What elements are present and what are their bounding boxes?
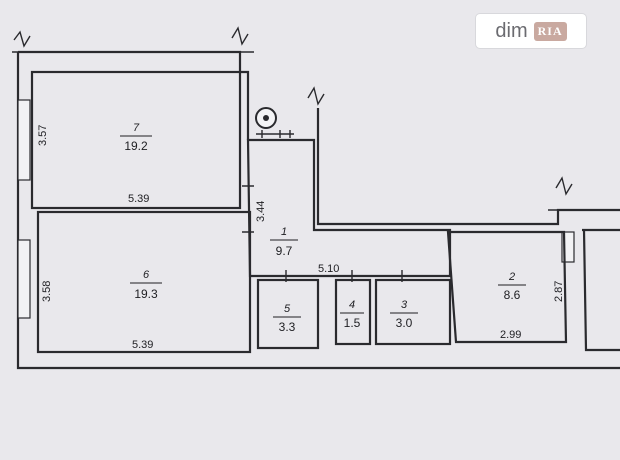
break-mark (226, 26, 254, 53)
room-4-area: 1.5 (344, 316, 361, 330)
dimension-label: 5.10 (318, 263, 339, 275)
room-7-number: 7 (133, 122, 140, 134)
room-5 (256, 278, 320, 350)
room-6-area: 19.3 (134, 287, 158, 301)
riser-center-icon (263, 115, 269, 121)
room-7 (30, 70, 242, 210)
watermark-logo: RIA (533, 21, 567, 41)
dimension-label: 3.44 (255, 201, 267, 222)
room-6-number: 6 (143, 269, 150, 281)
room-5-area: 3.3 (279, 320, 296, 334)
room-2-number: 2 (508, 271, 515, 283)
dimension-label: 5.39 (132, 339, 153, 351)
room-1-number: 1 (281, 226, 287, 238)
room-1-area: 9.7 (276, 244, 293, 258)
dimension-label: 2.87 (553, 281, 565, 302)
watermark: dim RIA (476, 14, 586, 48)
window (17, 239, 31, 319)
dimension-label: 3.58 (41, 281, 53, 302)
room-4-number: 4 (349, 299, 355, 311)
room-2-area: 8.6 (504, 288, 521, 302)
door-tick (242, 185, 403, 282)
room-4 (334, 278, 372, 346)
room-5-number: 5 (284, 303, 291, 315)
dimension-label: 2.99 (500, 329, 521, 341)
room-3-area: 3.0 (396, 316, 413, 330)
dimension-label: 5.39 (128, 193, 149, 205)
room-6 (36, 210, 252, 354)
room-3 (374, 278, 452, 346)
break-mark (12, 30, 38, 53)
room-7-area: 19.2 (124, 139, 148, 153)
watermark-text: dim (495, 19, 528, 42)
break-mark (548, 176, 580, 211)
room-2 (446, 230, 568, 344)
room-1 (246, 138, 452, 278)
room-3-number: 3 (401, 299, 408, 311)
break-mark (307, 86, 325, 106)
window (17, 99, 31, 181)
riser-pipe (256, 130, 294, 138)
room-partial (582, 228, 620, 352)
dimension-label: 3.57 (37, 125, 49, 146)
